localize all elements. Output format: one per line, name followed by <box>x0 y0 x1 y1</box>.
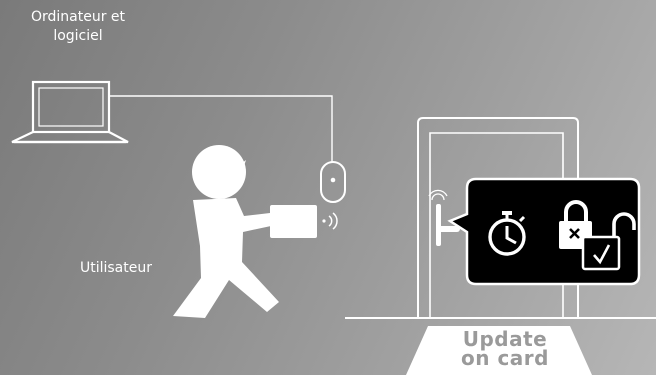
update-on-card-label: Update on card <box>430 330 580 368</box>
access-card <box>270 205 317 238</box>
user-label: Utilisateur <box>66 259 166 278</box>
computer-label-line1: Ordinateur et <box>14 8 142 27</box>
person-icon <box>173 145 279 318</box>
nfc-waves-icon <box>322 213 337 229</box>
card-label-line2: on card <box>430 349 580 368</box>
laptop-icon <box>12 82 128 142</box>
door-wireless-icon <box>429 190 447 200</box>
computer-software-label: Ordinateur et logiciel <box>14 8 142 46</box>
card-reader-icon <box>321 162 345 202</box>
computer-label-line2: logiciel <box>14 27 142 46</box>
